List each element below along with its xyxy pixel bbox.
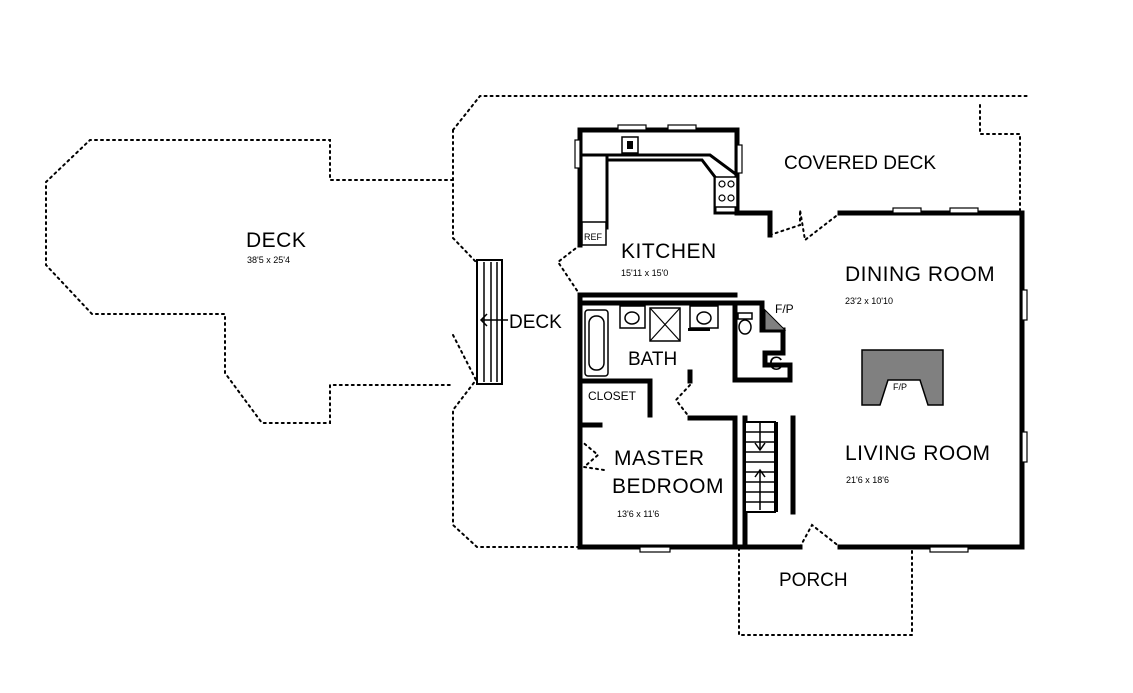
porch-outline: [738, 547, 913, 636]
fireplace-label: F/P: [893, 382, 907, 392]
dining-room-label: DINING ROOM: [845, 263, 995, 286]
kitchen-label: KITCHEN: [621, 240, 717, 263]
half-bath-fixtures: [737, 308, 787, 335]
fireplace-icon: [861, 349, 944, 406]
windows: [574, 124, 1028, 553]
covered-deck-label: COVERED DECK: [784, 153, 936, 174]
small-deck-boards: [476, 259, 508, 385]
living-room-size: 21'6 x 18'6: [846, 475, 889, 485]
closet-c-label: C: [769, 354, 783, 375]
kitchen-size: 15'11 x 15'0: [621, 268, 668, 278]
refrigerator-label: REF: [584, 232, 603, 242]
master-bedroom-size: 13'6 x 11'6: [617, 509, 659, 519]
bath-label: BATH: [628, 349, 677, 370]
refrigerator-icon: [581, 221, 607, 246]
deck-main-outline: [45, 95, 1028, 548]
deck-small-label: DECK: [509, 312, 562, 333]
dining-room-size: 23'2 x 10'10: [845, 296, 893, 306]
master-bedroom-label-line2: BEDROOM: [612, 475, 724, 498]
door-swings: [556, 209, 841, 548]
closet-label: CLOSET: [588, 389, 637, 403]
small-fireplace-icon: [764, 308, 787, 331]
living-room-label: LIVING ROOM: [845, 442, 991, 465]
deck-main-size: 38'5 x 25'4: [247, 255, 290, 265]
kitchen-cabinets: [581, 136, 739, 246]
covered-deck-outline: [979, 104, 1021, 211]
deck-main-label: DECK: [246, 229, 306, 252]
small-fireplace-label: F/P: [775, 302, 794, 316]
master-bedroom-label-line1: MASTER: [614, 447, 705, 470]
porch-label: PORCH: [779, 570, 848, 591]
stairs: [744, 421, 778, 513]
bath-fixtures: [584, 305, 719, 377]
